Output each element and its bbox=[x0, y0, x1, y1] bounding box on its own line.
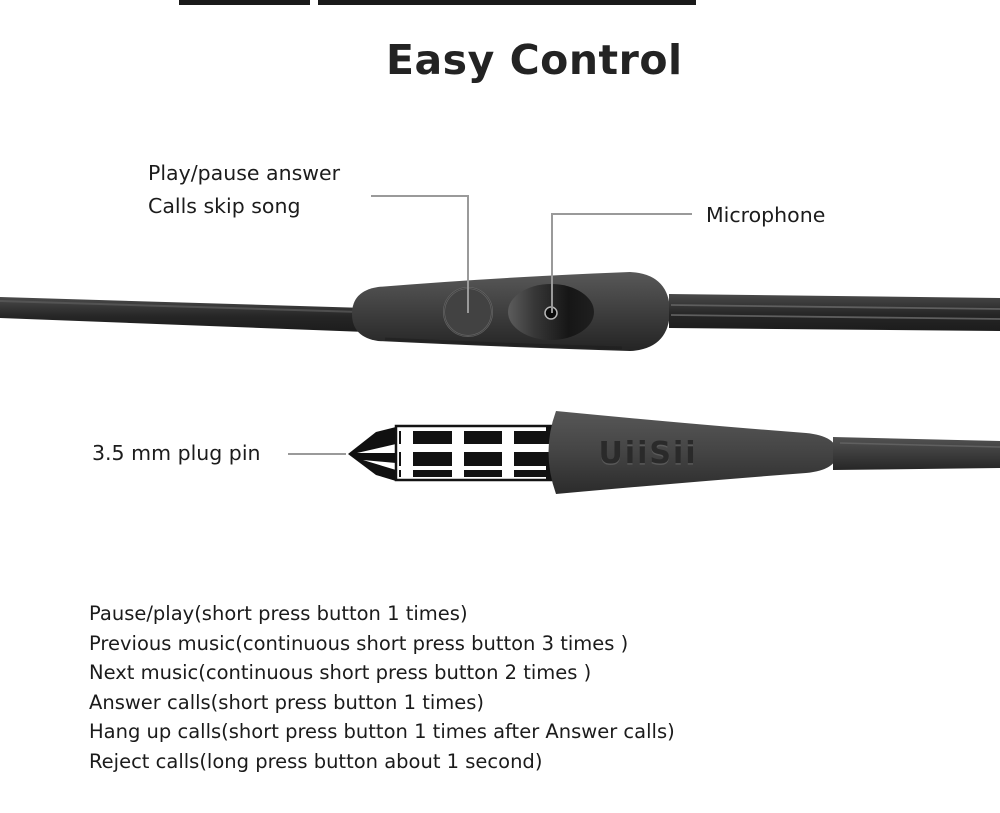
brand-logo-emboss: UiiSii bbox=[598, 438, 697, 473]
plug-tip-slit-1 bbox=[357, 444, 396, 453]
callout-plug-pin: 3.5 mm plug pin bbox=[92, 441, 261, 465]
leader-line-mic-horizontal bbox=[551, 213, 692, 215]
cable-plug-highlight bbox=[839, 442, 1000, 448]
callout-remote-line2: Calls skip song bbox=[148, 193, 301, 218]
leader-line-remote-vertical bbox=[467, 196, 469, 313]
page-title: Easy Control bbox=[386, 36, 683, 84]
callout-microphone: Microphone bbox=[706, 203, 826, 227]
instruction-line: Reject calls(long press button about 1 s… bbox=[89, 749, 543, 773]
callout-remote-button: Play/pause answer Calls skip song bbox=[148, 157, 340, 222]
cable-right-groove-1 bbox=[670, 304, 1000, 310]
brand-logo: UiiSii bbox=[598, 436, 697, 471]
cable-left-highlight bbox=[0, 300, 361, 313]
plug-tip-slit-2 bbox=[363, 460, 396, 470]
leader-line-mic-vertical bbox=[551, 214, 553, 313]
cable-right-groove-2 bbox=[670, 314, 1000, 320]
top-bar-segment-left bbox=[179, 0, 310, 5]
leader-line-remote-horizontal bbox=[371, 195, 469, 197]
instruction-line: Previous music(continuous short press bu… bbox=[89, 631, 629, 655]
leader-line-plug-horizontal bbox=[288, 453, 346, 455]
plug-tip bbox=[348, 427, 396, 481]
plug-shaft bbox=[394, 424, 556, 482]
callout-remote-line1: Play/pause answer bbox=[148, 161, 341, 185]
plug-illustration: UiiSii UiiSii bbox=[348, 411, 1000, 494]
instruction-line: Answer calls(short press button 1 times) bbox=[89, 690, 485, 714]
cable-plug bbox=[833, 437, 1000, 470]
cable-right bbox=[669, 294, 1000, 331]
earphone-remote-illustration bbox=[0, 272, 1000, 351]
instruction-line: Hang up calls(short press button 1 times… bbox=[89, 720, 675, 744]
cable-left bbox=[0, 297, 366, 332]
remote-bottom-shade bbox=[384, 337, 623, 350]
instruction-line: Next music(continuous short press button… bbox=[89, 661, 592, 685]
top-bar-segment-right bbox=[318, 0, 696, 5]
instruction-list: Pause/play(short press button 1 times) P… bbox=[89, 599, 675, 777]
plug-body bbox=[548, 411, 837, 494]
instruction-line: Pause/play(short press button 1 times) bbox=[89, 602, 468, 625]
